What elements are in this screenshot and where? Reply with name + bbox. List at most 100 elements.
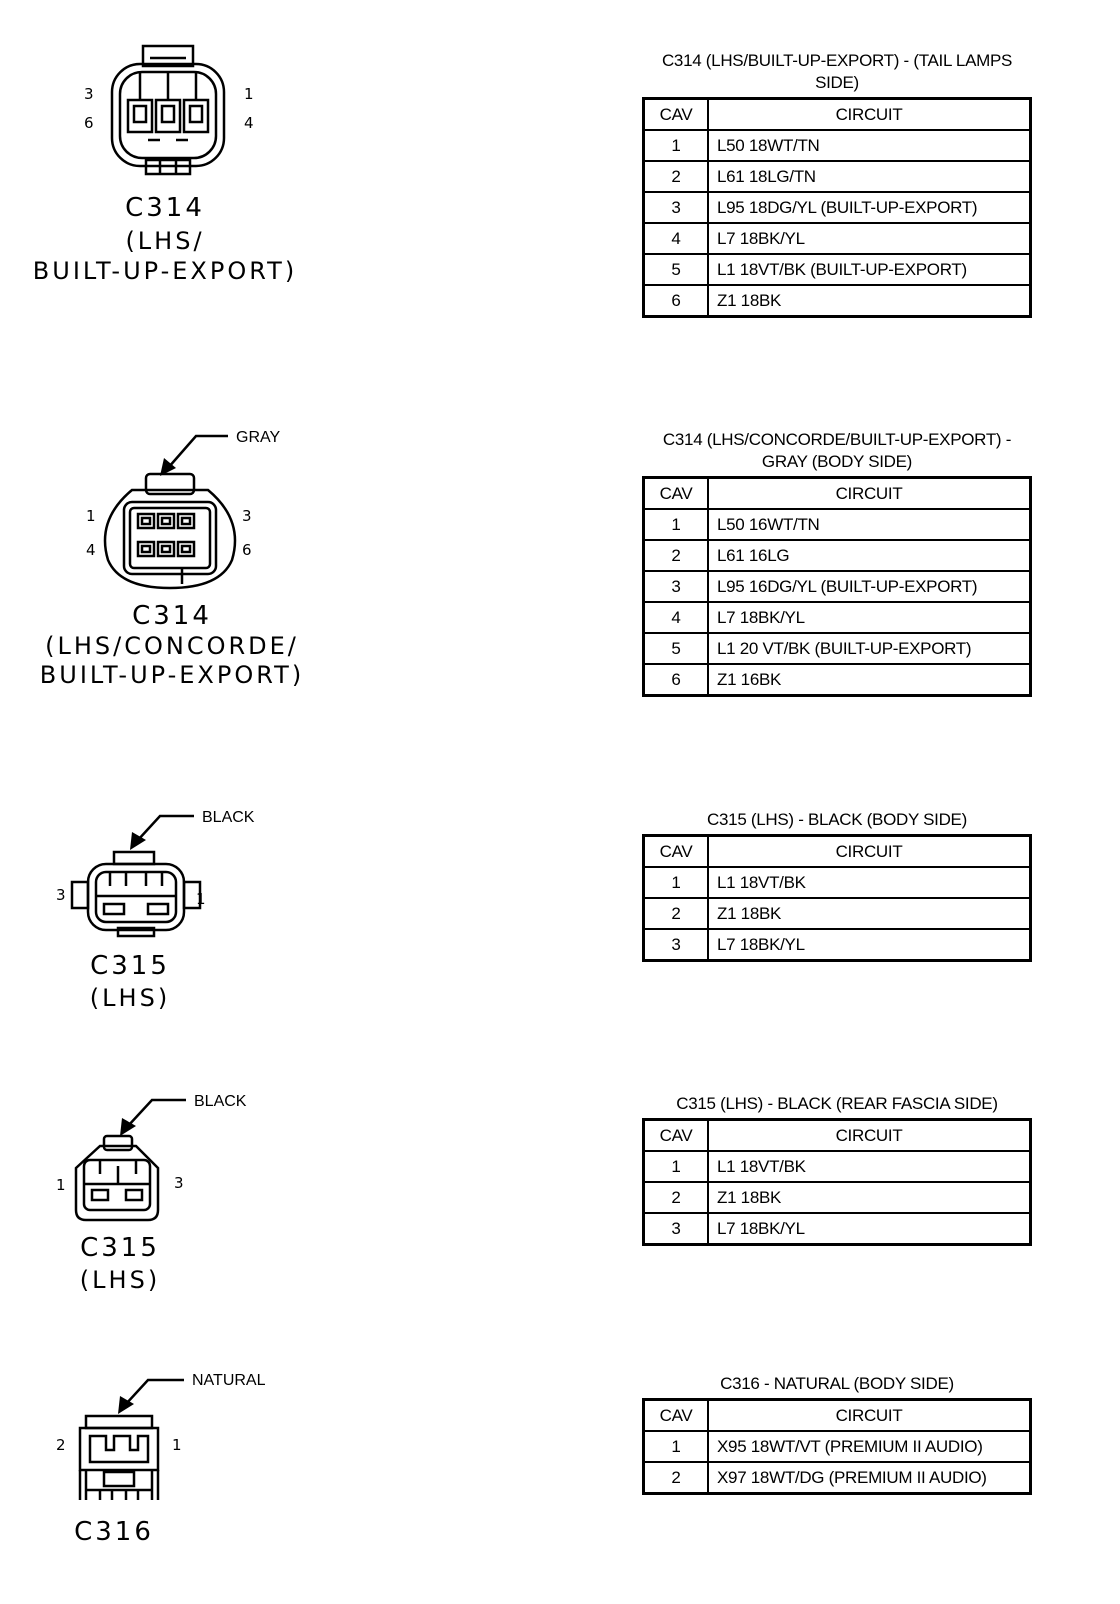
- color-label: GRAY: [236, 429, 280, 446]
- table-title-line: C314 (LHS/CONCORDE/BUILT-UP-EXPORT) -: [662, 430, 1012, 449]
- pin-table-c315-fascia: C315 (LHS) - BLACK (REAR FASCIA SIDE) CA…: [642, 1093, 1032, 1246]
- cav-cell: 5: [642, 632, 709, 665]
- pin-table-c314-tail: C314 (LHS/BUILT-UP-EXPORT) - (TAIL LAMPS…: [642, 50, 1032, 318]
- connector-name: C314: [132, 601, 212, 631]
- cav-header: CAV: [642, 1398, 709, 1432]
- arrow-head-icon: [160, 458, 176, 476]
- connector-name: C316: [74, 1517, 154, 1547]
- table-title: C316 - NATURAL (BODY SIDE): [642, 1373, 1032, 1395]
- pin-label: 1: [172, 1436, 182, 1454]
- circuit-cell: L50 16WT/TN: [707, 508, 1032, 541]
- pin-table-c316: C316 - NATURAL (BODY SIDE) CAV CIRCUIT 1…: [642, 1373, 1032, 1495]
- cav-cell: 2: [642, 160, 709, 193]
- circuit-header: CIRCUIT: [707, 834, 1032, 868]
- cav-cell: 1: [642, 508, 709, 541]
- pin-label: 3: [174, 1174, 184, 1192]
- leader-arrow-icon: [167, 434, 228, 469]
- connector-c315-body-icon: [70, 850, 202, 938]
- circuit-cell: L95 16DG/YL (BUILT-UP-EXPORT): [707, 570, 1032, 603]
- circuit-cell: Z1 18BK: [707, 1181, 1032, 1214]
- connector-subtitle: BUILT-UP-EXPORT): [33, 257, 297, 285]
- connector-c314-gray-icon: [103, 472, 237, 590]
- pin-label: 1: [86, 507, 96, 525]
- circuit-cell: Z1 18BK: [707, 897, 1032, 930]
- circuit-cell: L1 20 VT/BK (BUILT-UP-EXPORT): [707, 632, 1032, 665]
- circuit-cell: L95 18DG/YL (BUILT-UP-EXPORT): [707, 191, 1032, 224]
- table-header-row: CAV CIRCUIT: [642, 97, 1032, 131]
- circuit-header: CIRCUIT: [707, 1398, 1032, 1432]
- connector-subtitle: (LHS/CONCORDE/: [45, 632, 299, 660]
- cav-cell: 2: [642, 1461, 709, 1495]
- table-header-row: CAV CIRCUIT: [642, 834, 1032, 868]
- table-title: C314 (LHS/CONCORDE/BUILT-UP-EXPORT) - GR…: [642, 429, 1032, 473]
- pin-label: 1: [196, 890, 206, 908]
- connector-name: C315: [90, 951, 170, 981]
- cav-cell: 1: [642, 129, 709, 162]
- pin-label: 6: [84, 114, 94, 132]
- circuit-cell: L1 18VT/BK (BUILT-UP-EXPORT): [707, 253, 1032, 286]
- circuit-cell: Z1 18BK: [707, 284, 1032, 318]
- pin-table-c314-gray: C314 (LHS/CONCORDE/BUILT-UP-EXPORT) - GR…: [642, 429, 1032, 697]
- cav-cell: 2: [642, 1181, 709, 1214]
- table-title-line: C315 (LHS) - BLACK (BODY SIDE): [707, 810, 967, 829]
- circuit-cell: L7 18BK/YL: [707, 601, 1032, 634]
- cav-cell: 3: [642, 191, 709, 224]
- connector-name: C314: [125, 193, 205, 223]
- pin-label: 3: [84, 85, 94, 103]
- cav-cell: 5: [642, 253, 709, 286]
- circuit-cell: X95 18WT/VT (PREMIUM II AUDIO): [707, 1430, 1032, 1463]
- pin-label: 6: [242, 541, 252, 559]
- circuit-cell: L7 18BK/YL: [707, 222, 1032, 255]
- table-title-line: C316 - NATURAL (BODY SIDE): [720, 1374, 954, 1393]
- circuit-header: CIRCUIT: [707, 97, 1032, 131]
- table-title-line: GRAY (BODY SIDE): [761, 452, 913, 471]
- circuit-cell: L1 18VT/BK: [707, 866, 1032, 899]
- cav-cell: 2: [642, 539, 709, 572]
- circuit-cell: L1 18VT/BK: [707, 1150, 1032, 1183]
- connector-subtitle: (LHS): [80, 1266, 160, 1294]
- circuit-cell: L61 16LG: [707, 539, 1032, 572]
- connector-subtitle: (LHS): [90, 984, 170, 1012]
- leader-arrow-icon: [127, 1098, 186, 1127]
- cav-cell: 1: [642, 866, 709, 899]
- cav-header: CAV: [642, 97, 709, 131]
- table-title-line: C314 (LHS/BUILT-UP-EXPORT) - (TAIL LAMPS: [661, 51, 1013, 70]
- pin-label: 1: [56, 1176, 66, 1194]
- leader-arrow-icon: [137, 814, 194, 841]
- connector-subtitle: (LHS/: [125, 227, 204, 255]
- pin-label: 1: [244, 85, 254, 103]
- circuit-cell: L7 18BK/YL: [707, 928, 1032, 962]
- pin-label: 4: [86, 541, 96, 559]
- table-title: C315 (LHS) - BLACK (BODY SIDE): [642, 809, 1032, 831]
- connector-name: C315: [80, 1233, 160, 1263]
- cav-cell: 6: [642, 284, 709, 318]
- circuit-cell: X97 18WT/DG (PREMIUM II AUDIO): [707, 1461, 1032, 1495]
- table-title: C314 (LHS/BUILT-UP-EXPORT) - (TAIL LAMPS…: [642, 50, 1032, 94]
- connector-diagram-c314-gray: GRAY 1 4 3 6 C314 (LHS/CONCORDE/ BUILT-U…: [40, 429, 301, 689]
- cav-header: CAV: [642, 834, 709, 868]
- cav-cell: 2: [642, 897, 709, 930]
- connector-diagram-c315-body: BLACK 3 1 C315 (LHS): [56, 809, 255, 1012]
- cav-cell: 6: [642, 663, 709, 697]
- cav-cell: 4: [642, 222, 709, 255]
- table-title: C315 (LHS) - BLACK (REAR FASCIA SIDE): [642, 1093, 1032, 1115]
- connector-diagram-c315-fascia: BLACK 1 3 C315 (LHS): [56, 1093, 247, 1294]
- cav-cell: 1: [642, 1150, 709, 1183]
- table-title-line: SIDE): [815, 73, 859, 92]
